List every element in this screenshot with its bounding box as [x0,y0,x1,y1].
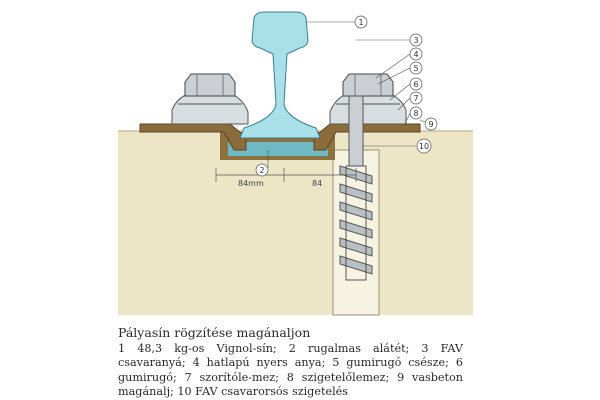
callout-5 [409,61,423,75]
concrete-sleeper [118,131,473,315]
caption-title: Pályasín rögzítése magánaljon [118,325,311,340]
caption-body: 1 48,3 kg-os Vignol-sín; 2 rugalmas alát… [118,342,463,399]
callout-6 [409,77,423,91]
callout-label-1: 1 [358,18,363,27]
callout-7 [409,91,423,105]
callout-label-6: 6 [413,80,418,89]
callout-8 [409,106,423,120]
dimension-label-left: 84mm [238,179,264,188]
callout-1 [354,15,368,29]
callout-4 [409,47,423,61]
callout-10 [416,138,432,154]
callout-3 [409,33,423,47]
callout-label-7: 7 [413,94,418,103]
right-hex-nut [342,73,394,97]
left-clamp-plate [139,123,247,151]
callout-label-3: 3 [413,36,418,45]
callout-2 [255,163,269,177]
callout-label-2: 2 [259,166,264,175]
callout-label-9: 9 [428,120,433,129]
callout-label-8: 8 [413,109,418,118]
callout-label-10: 10 [419,142,429,151]
left-hex-nut [184,73,236,97]
dimension-label-right: 84 [312,179,322,188]
callout-9 [424,117,438,131]
vignole-rail [239,11,321,139]
leader-lines [267,21,426,168]
callout-label-5: 5 [413,64,418,73]
bolt-thread [339,165,373,275]
callout-markers [255,15,438,177]
dimension-lines [215,168,357,182]
callout-label-4: 4 [413,50,418,59]
bolt-shank [348,95,364,167]
